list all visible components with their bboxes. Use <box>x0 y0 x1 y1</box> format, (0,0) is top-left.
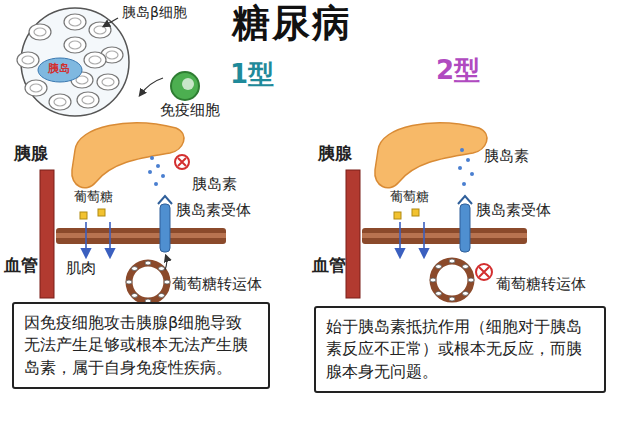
part-label: 胰岛 <box>48 63 70 76</box>
islet-cell-inner <box>34 28 46 36</box>
part-label: 血管 <box>4 256 38 276</box>
transporter-dot <box>436 265 442 269</box>
transporter-dot <box>158 267 164 271</box>
title: 糖尿病 <box>232 2 352 46</box>
part-label: 葡萄糖转运体 <box>496 276 586 293</box>
islet-cell-inner <box>22 56 34 64</box>
transporter-dot <box>132 293 138 297</box>
transporter-dot <box>462 291 468 295</box>
part-label: 胰岛β细胞 <box>122 4 187 20</box>
islet-cell <box>97 74 119 90</box>
part-label: 2型 <box>436 56 480 86</box>
part-label: 1型 <box>230 60 274 90</box>
immune-cell <box>140 72 199 100</box>
transporter-dot <box>158 293 164 297</box>
transporter-dot <box>449 297 455 301</box>
transporter-dot <box>449 259 455 263</box>
part-label: 肌肉 <box>66 260 96 277</box>
islet-cell <box>49 94 71 110</box>
islet-cell <box>29 24 51 40</box>
pancreas-right <box>375 123 487 188</box>
part-label: 葡萄糖 <box>390 190 429 205</box>
note-box: 因免疫细胞攻击胰腺β细胞导致无法产生足够或根本无法产生胰岛素，属于自身免疫性疾病… <box>12 302 270 389</box>
transporter-dot <box>468 278 474 282</box>
islet-cell-inner <box>94 26 106 34</box>
transporter-dot <box>430 278 436 282</box>
transporter-dot <box>164 280 170 284</box>
islet-cell <box>77 92 99 108</box>
part-label: 胰腺 <box>14 144 48 164</box>
islet-cell <box>64 14 86 30</box>
part-label: 胰腺 <box>318 144 352 164</box>
islet-cell-inner <box>54 98 66 106</box>
islet-cell-inner <box>106 51 118 59</box>
part-label: 葡萄糖 <box>74 190 113 205</box>
note-text: 因免疫细胞攻击胰腺β细胞导致无法产生足够或根本无法产生胰岛素，属于自身免疫性疾病… <box>24 312 258 379</box>
islet-cell-inner <box>30 84 42 92</box>
transporter-dot <box>462 265 468 269</box>
islet-cell <box>64 37 86 53</box>
part-label: 胰岛素 <box>192 176 237 193</box>
islet-cell-inner <box>102 78 114 86</box>
part-label: 免疫细胞 <box>160 102 220 119</box>
part-label: 胰岛素 <box>484 148 529 165</box>
transporter-dot <box>132 267 138 271</box>
islet-cell-inner <box>82 96 94 104</box>
note-box: 始于胰岛素抵抗作用（细胞对于胰岛素反应不正常）或根本无反应，而胰腺本身无问题。 <box>314 306 606 393</box>
part-label: 胰岛素受体 <box>176 202 251 219</box>
islet-cell <box>84 52 106 68</box>
islet-cell-inner <box>69 18 81 26</box>
islet-cell-inner <box>89 56 101 64</box>
transporter-dot <box>145 261 151 265</box>
islet <box>17 8 129 116</box>
islet-cell-inner <box>69 41 81 49</box>
pancreas-left <box>72 123 189 188</box>
part-label: 葡萄糖转运体 <box>172 276 262 293</box>
part-label: 胰岛素受体 <box>476 202 551 219</box>
transporter-dot <box>436 291 442 295</box>
note-text: 始于胰岛素抵抗作用（细胞对于胰岛素反应不正常）或根本无反应，而胰腺本身无问题。 <box>326 316 594 383</box>
transporter-dot <box>126 280 132 284</box>
islet-cell <box>25 80 47 96</box>
islet-cell <box>17 52 39 68</box>
part-label: 血管 <box>312 256 346 276</box>
